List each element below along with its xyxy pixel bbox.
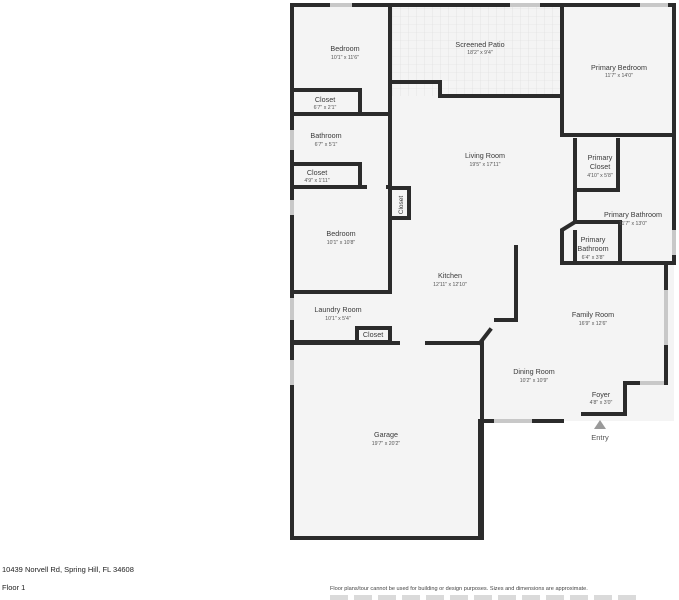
primary-closet-dims: 4'10" x 5'8" — [587, 173, 613, 179]
entry-arrow-icon — [594, 420, 606, 429]
laundry-room-label: Laundry Room — [314, 305, 361, 314]
bedroom-top-label: Bedroom — [330, 44, 359, 53]
closet-vertical-label: Closet — [398, 196, 405, 215]
brand-logo-strip — [330, 595, 640, 600]
entry-label: Entry — [591, 433, 609, 442]
foyer-label: Foyer — [592, 390, 611, 399]
primary-bathroom-2-label-line2: Bathroom — [577, 244, 608, 253]
floor-label: Floor 1 — [2, 583, 26, 592]
garage-dims: 19'7" x 20'2" — [372, 441, 401, 447]
dining-room-dims: 10'2" x 10'9" — [520, 378, 549, 384]
kitchen-label: Kitchen — [438, 271, 462, 280]
primary-bedroom-dims: 11'7" x 14'0" — [605, 73, 633, 79]
property-address: 10439 Norvell Rd, Spring Hill, FL 34608 — [2, 565, 134, 574]
family-room-label: Family Room — [572, 310, 614, 319]
primary-bathroom-2-label-line1: Primary — [581, 235, 606, 244]
primary-bathroom-2-dims: 6'4" x 3'8" — [582, 255, 605, 261]
windows — [290, 3, 676, 423]
living-room-label: Living Room — [465, 151, 505, 160]
garage-label: Garage — [374, 430, 398, 439]
closet-1-dims: 6'7" x 2'1" — [314, 105, 337, 111]
laundry-room-dims: 10'1" x 5'4" — [325, 316, 351, 322]
screened-patio-dims: 18'2" x 9'4" — [467, 50, 493, 56]
bedroom-top-dims: 10'1" x 11'6" — [331, 55, 359, 61]
closet-1-label: Closet — [315, 95, 335, 104]
closet-laundry-label: Closet — [363, 330, 383, 339]
foyer-dims: 4'8" x 3'0" — [590, 400, 613, 406]
disclaimer-text: Floor plans/tour cannot be used for buil… — [330, 586, 588, 592]
bedroom-mid-label: Bedroom — [326, 229, 355, 238]
primary-closet-label-line2: Closet — [590, 162, 610, 171]
closet-2-dims: 4'9" x 1'11" — [304, 178, 329, 184]
door-openings — [367, 184, 425, 346]
room-labels: Bedroom 10'1" x 11'6" Screened Patio 18'… — [304, 40, 662, 447]
primary-bathroom-1-label: Primary Bathroom — [604, 210, 662, 219]
bathroom-label: Bathroom — [310, 131, 341, 140]
primary-closet-label-line1: Primary — [588, 153, 613, 162]
kitchen-dims: 12'11" x 12'10" — [433, 282, 467, 288]
bathroom-dims: 6'7" x 5'1" — [315, 142, 338, 148]
floor-fills — [292, 5, 674, 538]
living-room-dims: 19'5" x 17'11" — [470, 162, 501, 168]
family-room-dims: 16'9" x 12'6" — [579, 321, 608, 327]
primary-bedroom-label: Primary Bedroom — [591, 63, 647, 72]
closet-2-label: Closet — [307, 168, 327, 177]
dining-room-label: Dining Room — [513, 367, 555, 376]
screened-patio-label: Screened Patio — [455, 40, 504, 49]
primary-bathroom-1-dims: 11'7" x 13'0" — [619, 221, 647, 227]
bedroom-mid-dims: 10'1" x 10'8" — [327, 240, 356, 246]
